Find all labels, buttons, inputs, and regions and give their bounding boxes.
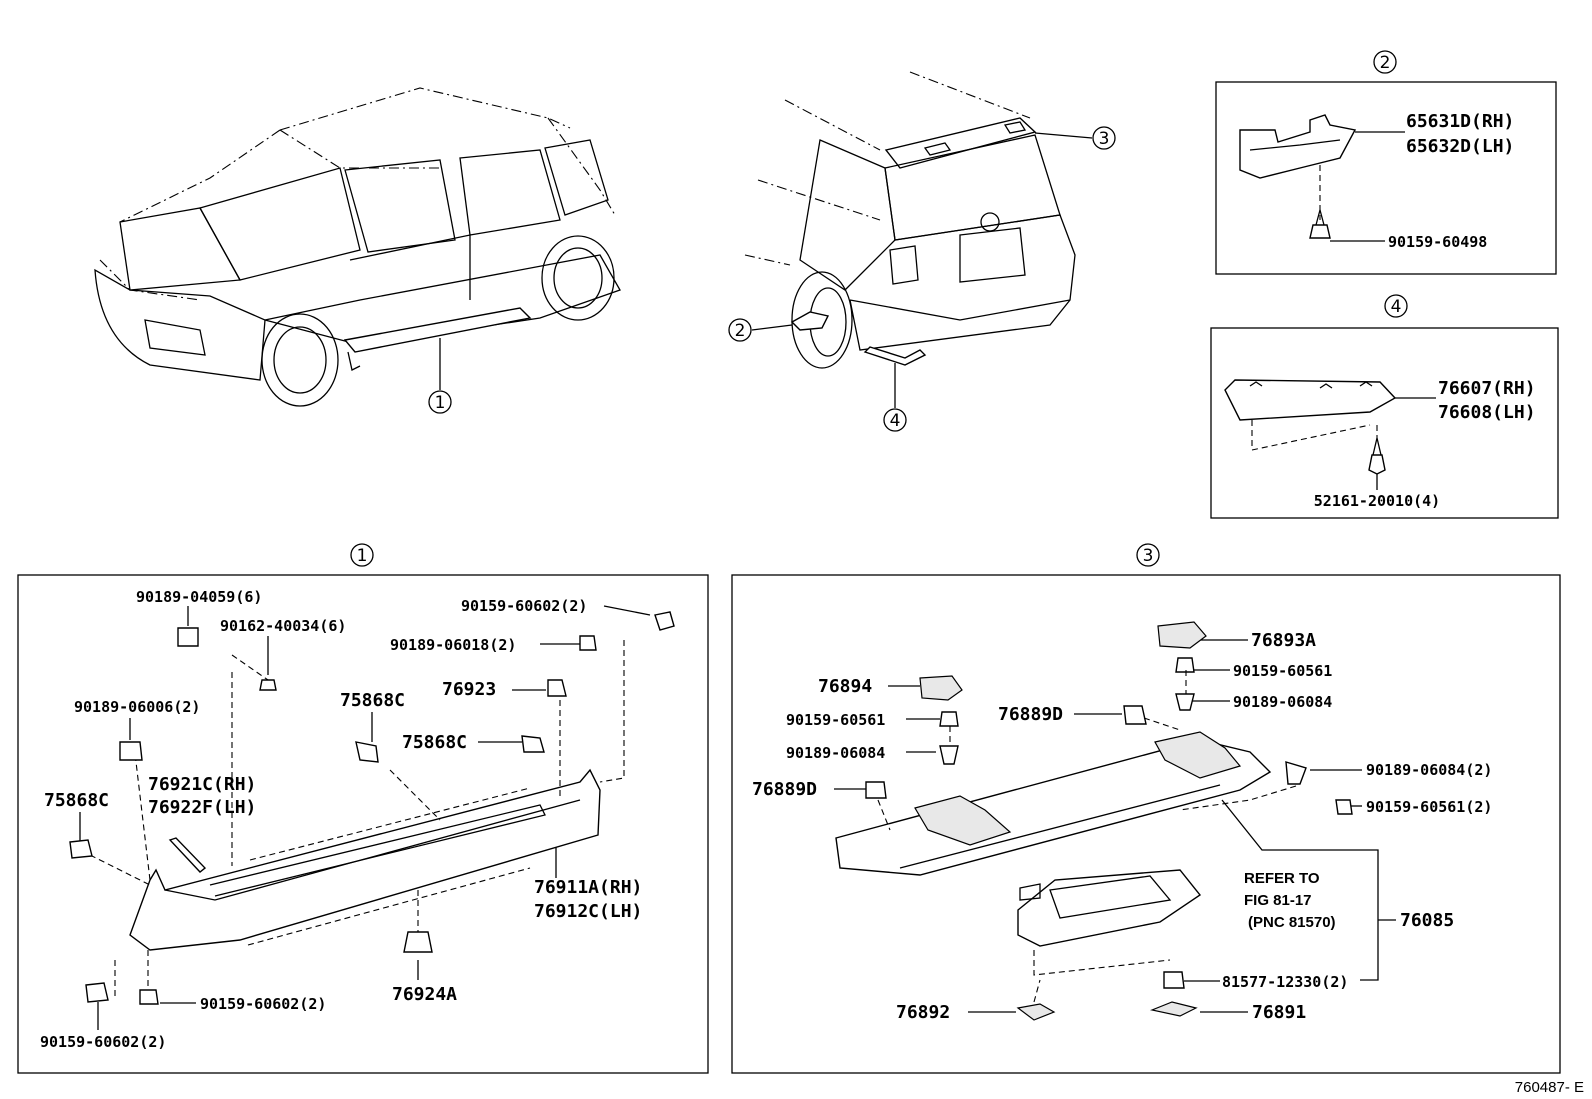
label-90159-60561-2: 90159-60561(2) <box>1366 798 1492 816</box>
clip-76889D-b-icon <box>865 781 887 799</box>
label-76922F: 76922F(LH) <box>148 797 256 818</box>
label-52161-20010: 52161-20010(4) <box>1314 492 1440 510</box>
label-90189-06084-b: 90189-06084 <box>786 744 885 762</box>
label-65632D: 65632D(LH) <box>1406 136 1514 157</box>
clip-90189-06006-icon <box>119 741 143 761</box>
screw-b-icon <box>939 711 959 727</box>
clip-75868C-icon-c <box>69 839 93 859</box>
rocker-panel-part <box>129 768 601 951</box>
label-65631D: 65631D(RH) <box>1406 111 1514 132</box>
label-90159-60602-mid: 90159-60602(2) <box>200 995 326 1013</box>
seal-76891-icon <box>1149 1001 1198 1017</box>
label-90189-06084-a: 90189-06084 <box>1233 693 1332 711</box>
detail-box-4: 4 76607(RH) 76608(LH) 52161-20010(4) <box>1210 294 1559 519</box>
nut-b-icon <box>939 745 959 765</box>
label-76607: 76607(RH) <box>1438 378 1536 399</box>
label-90159-60498: 90159-60498 <box>1388 233 1487 251</box>
figure-id: 760487- E <box>1515 1079 1584 1096</box>
label-90159-60561-a: 90159-60561 <box>1233 662 1332 680</box>
label-76608: 76608(LH) <box>1438 402 1536 423</box>
label-75868C-c: 75868C <box>44 790 109 811</box>
label-76085: 76085 <box>1400 910 1454 931</box>
label-76889D-b: 76889D <box>752 779 817 800</box>
label-90159-60602-bottom: 90159-60602(2) <box>40 1033 166 1051</box>
screw-a-icon <box>1175 657 1195 673</box>
bolt-icon-b <box>139 989 159 1005</box>
refer-line-1: REFER TO <box>1244 870 1320 887</box>
callout-1-car: 1 <box>435 393 446 413</box>
label-76889D-a: 76889D <box>998 704 1063 725</box>
refer-line-2: FIG 81-17 <box>1244 892 1312 909</box>
mud-guard-part <box>1239 114 1357 179</box>
clip-icon <box>579 635 597 651</box>
label-76891: 76891 <box>1252 1002 1306 1023</box>
label-90159-60561-b: 90159-60561 <box>786 711 885 729</box>
label-90189-04059: 90189-04059(6) <box>136 588 262 606</box>
nut-c-icon <box>1285 761 1307 785</box>
car-rear-view: 2 4 3 <box>728 71 1116 432</box>
clip-nut-icon <box>177 627 199 647</box>
callout-2-header: 2 <box>1380 53 1391 73</box>
nut-a-icon <box>1175 693 1195 711</box>
end-cap-part <box>168 837 207 873</box>
label-90162-40034: 90162-40034(6) <box>220 617 346 635</box>
callout-2-car: 2 <box>735 321 746 341</box>
label-81577-12330: 81577-12330(2) <box>1222 973 1348 991</box>
clip-75868C-icon <box>355 741 379 763</box>
detail-box-1: 1 90189-04059(6) 90162-40034(6) 90159-60… <box>17 543 709 1074</box>
car-front-view: 1 <box>94 87 621 414</box>
callout-3-header: 3 <box>1143 546 1154 566</box>
grommet-icon <box>403 931 433 953</box>
label-90189-06006: 90189-06006(2) <box>74 698 200 716</box>
retainer-icon <box>547 679 567 697</box>
refer-line-3: (PNC 81570) <box>1248 914 1336 931</box>
clip-76889D-a-icon <box>1123 705 1147 725</box>
spoiler-pad-right <box>1154 731 1242 779</box>
label-76911A: 76911A(RH) <box>534 877 642 898</box>
bolt-icon-c <box>85 982 109 1003</box>
callout-4-header: 4 <box>1391 297 1402 317</box>
callout-1-header: 1 <box>357 546 368 566</box>
detail-box-2: 2 65631D(RH) 65632D(LH) 90159-60498 <box>1215 50 1557 275</box>
detail-box-3: 3 76893A 90159-60561 90189-06084 76894 9… <box>731 543 1561 1074</box>
spoiler-pad-left <box>914 795 1012 846</box>
label-75868C-b: 75868C <box>402 732 467 753</box>
label-76893A: 76893A <box>1251 630 1316 651</box>
seal-76892-icon <box>1016 1003 1056 1021</box>
cap-76893A-icon <box>1157 621 1207 649</box>
screw-icon <box>1309 224 1331 239</box>
label-90189-06084-2: 90189-06084(2) <box>1366 761 1492 779</box>
label-76923: 76923 <box>442 679 496 700</box>
label-76912C: 76912C(LH) <box>534 901 642 922</box>
clip-icon <box>1368 454 1386 475</box>
label-90159-60602-top: 90159-60602(2) <box>461 597 587 615</box>
callout-4-car: 4 <box>890 411 901 431</box>
label-76892: 76892 <box>896 1002 950 1023</box>
screw-c-icon <box>1335 799 1353 815</box>
callout-3-car: 3 <box>1099 129 1110 149</box>
label-76894: 76894 <box>818 676 872 697</box>
stop-lamp-part <box>1017 869 1202 947</box>
clip-75868C-icon-b <box>521 735 545 753</box>
screw-d-icon <box>1163 971 1185 989</box>
label-76921C: 76921C(RH) <box>148 774 256 795</box>
label-90189-06018: 90189-06018(2) <box>390 636 516 654</box>
bolt-icon <box>654 611 675 631</box>
cap-76894-icon <box>919 675 963 701</box>
label-76924A: 76924A <box>392 984 457 1005</box>
label-75868C-a: 75868C <box>340 690 405 711</box>
screw-icon <box>259 679 277 691</box>
